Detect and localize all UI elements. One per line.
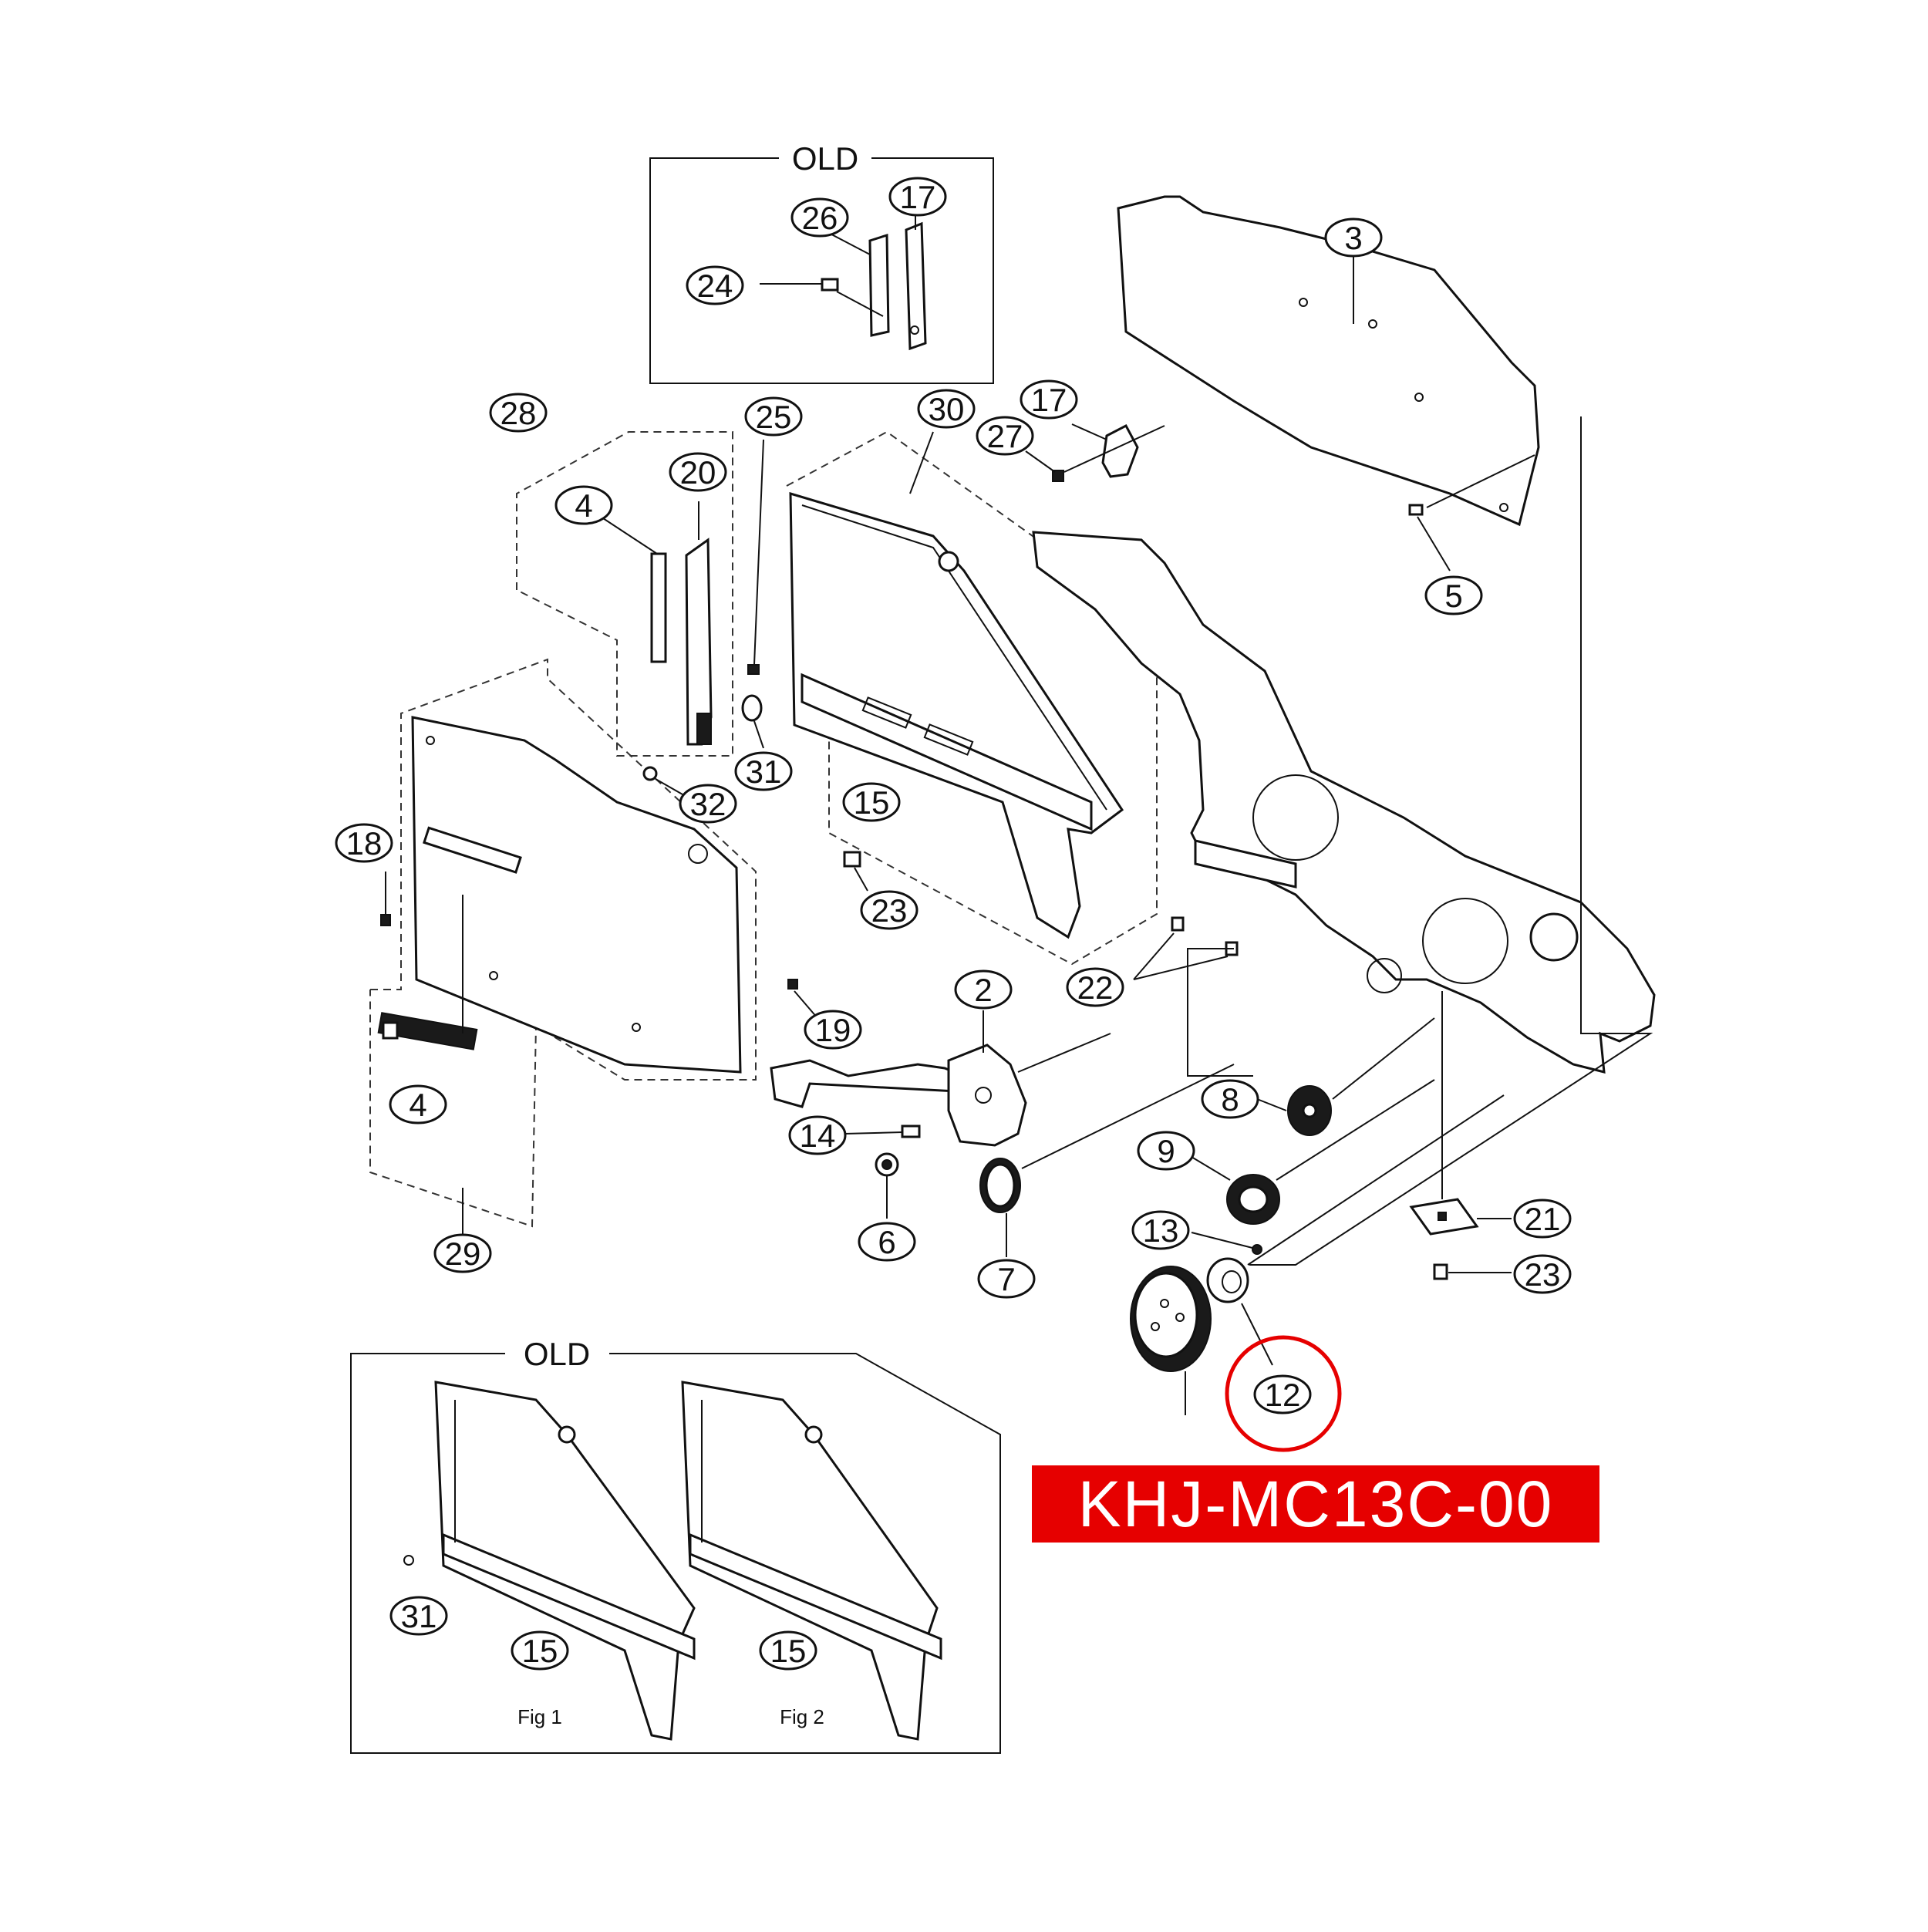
side-cover-3	[1117, 195, 1540, 572]
svg-text:8: 8	[1221, 1081, 1239, 1118]
svg-text:25: 25	[756, 399, 792, 435]
svg-text:22: 22	[1077, 969, 1114, 1006]
svg-text:29: 29	[445, 1236, 481, 1272]
svg-text:12: 12	[1265, 1377, 1301, 1413]
callout-17: 17	[1020, 379, 1078, 420]
svg-text:26: 26	[802, 200, 838, 236]
callout-19: 19	[804, 1010, 862, 1050]
callout-27: 27	[976, 416, 1034, 456]
svg-text:15: 15	[770, 1633, 807, 1669]
group-29-outline	[369, 658, 757, 1228]
svg-text:17: 17	[1031, 382, 1067, 418]
svg-text:13: 13	[1143, 1212, 1179, 1249]
svg-text:5: 5	[1444, 578, 1462, 614]
svg-text:17: 17	[900, 179, 936, 215]
callout-20: 20	[669, 452, 727, 492]
svg-text:24: 24	[697, 268, 733, 304]
callout-29: 29	[433, 1233, 492, 1273]
svg-text:23: 23	[1525, 1256, 1561, 1293]
svg-text:27: 27	[987, 418, 1023, 454]
svg-text:6: 6	[878, 1224, 895, 1260]
callout-4-lower: 4	[389, 1084, 447, 1124]
svg-text:9: 9	[1157, 1133, 1175, 1169]
fig1-label: Fig 1	[517, 1705, 562, 1728]
callout-12-highlighted: 12	[1225, 1335, 1342, 1452]
callout-bubbles: 3 5 17 27 30 25 28 20 4 31 32 15 23 22 1…	[335, 177, 1572, 1671]
callout-3: 3	[1324, 217, 1383, 258]
callout-8: 8	[1201, 1079, 1259, 1119]
svg-text:3: 3	[1344, 220, 1362, 256]
svg-text:15: 15	[522, 1633, 558, 1669]
svg-text:15: 15	[854, 784, 890, 821]
lever-17-group	[1025, 423, 1165, 482]
small-hardware	[380, 439, 1239, 1138]
callout-31: 31	[734, 751, 793, 791]
svg-text:20: 20	[680, 454, 716, 491]
svg-text:4: 4	[409, 1087, 426, 1123]
old-top-callout-24: 24	[686, 265, 744, 305]
callout-15: 15	[842, 782, 901, 822]
old-top-box: OLD	[649, 140, 994, 384]
svg-text:31: 31	[401, 1598, 437, 1634]
svg-text:7: 7	[997, 1261, 1015, 1297]
callout-7: 7	[977, 1259, 1036, 1299]
fig1-bracket	[403, 1381, 696, 1741]
callout-28: 28	[489, 393, 548, 433]
group-28-outline	[516, 431, 733, 757]
old-top-box-title: OLD	[792, 140, 858, 177]
callout-22: 22	[1066, 967, 1124, 1007]
svg-text:28: 28	[501, 395, 537, 431]
old-top-callout-17: 17	[888, 177, 947, 217]
fig2-bracket	[681, 1381, 942, 1741]
callout-6: 6	[858, 1222, 916, 1262]
callout-25: 25	[744, 396, 803, 437]
svg-text:19: 19	[815, 1012, 851, 1048]
part-code-banner: KHJ-MC13C-00	[1032, 1465, 1599, 1543]
svg-text:31: 31	[746, 754, 782, 790]
callout-23-upper: 23	[860, 890, 918, 930]
old-bottom-fig1-callout-31: 31	[389, 1596, 448, 1636]
svg-text:30: 30	[929, 391, 965, 427]
highlight-circle	[1225, 1335, 1342, 1452]
callout-32: 32	[679, 784, 737, 824]
svg-text:32: 32	[690, 786, 726, 822]
callout-2: 2	[954, 969, 1013, 1010]
svg-text:23: 23	[871, 892, 908, 929]
svg-text:14: 14	[800, 1118, 836, 1154]
svg-text:21: 21	[1525, 1201, 1561, 1237]
fig2-label: Fig 2	[780, 1705, 824, 1728]
motor-bracket-2	[770, 1010, 1111, 1147]
callout-21: 21	[1513, 1199, 1572, 1239]
part-21-group	[1409, 991, 1512, 1280]
callout-18: 18	[335, 823, 393, 863]
svg-text:4: 4	[575, 487, 592, 524]
group-30-outline	[786, 430, 1158, 966]
old-bottom-fig1-callout-15: 15	[511, 1630, 569, 1671]
old-bottom-box-title: OLD	[524, 1336, 590, 1372]
old-bottom-fig2-callout-15: 15	[759, 1630, 817, 1671]
callout-14: 14	[788, 1115, 847, 1155]
callout-9: 9	[1137, 1131, 1195, 1171]
old-bottom-box: OLD Fig 1 Fig 2	[350, 1336, 1001, 1754]
main-frame	[1032, 531, 1656, 1074]
callout-5: 5	[1424, 575, 1483, 615]
gears	[875, 1017, 1505, 1415]
leader-frame-lines	[1187, 416, 1653, 1266]
svg-text:18: 18	[346, 825, 383, 861]
callout-30: 30	[917, 389, 976, 429]
part-code: KHJ-MC13C-00	[1077, 1467, 1554, 1540]
callout-4-upper: 4	[554, 485, 613, 525]
callout-23-lower: 23	[1513, 1254, 1572, 1294]
old-top-callout-26: 26	[790, 197, 849, 238]
svg-text:2: 2	[974, 972, 992, 1008]
callout-13: 13	[1131, 1210, 1190, 1250]
